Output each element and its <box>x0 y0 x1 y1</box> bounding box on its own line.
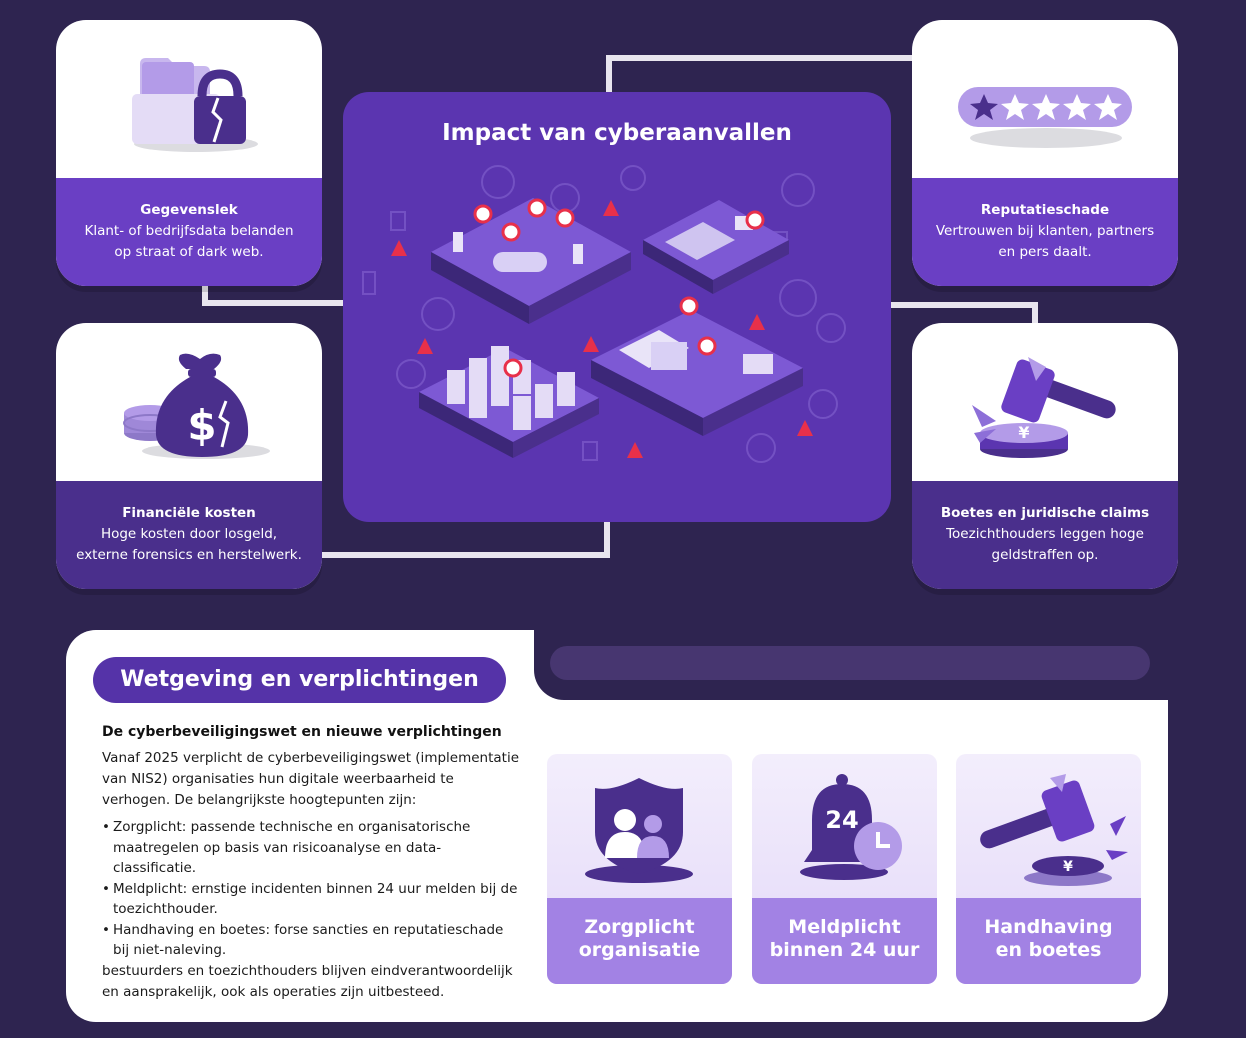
gavel-icon: ¥ <box>956 754 1141 898</box>
legislation-heading: Wetgeving en verplichtingen <box>93 657 506 703</box>
svg-text:¥: ¥ <box>1018 423 1029 442</box>
card-title: Financiële kosten <box>122 505 256 521</box>
legislation-subheading: De cyberbeveiligingswet en nieuwe verpli… <box>102 724 502 740</box>
bell-clock-icon: 24 <box>752 754 937 898</box>
connector-right-v <box>1032 302 1038 326</box>
connector-left-v <box>202 285 208 305</box>
folder-lock-icon <box>56 20 322 178</box>
star-rating-icon <box>912 20 1178 178</box>
card-description: Hoge kosten door losgeld, externe forens… <box>76 526 302 563</box>
legislation-closing: bestuurders en toezichthouders blijven e… <box>102 963 513 1000</box>
bell-badge-text: 24 <box>825 806 858 834</box>
card-title: Reputatieschade <box>980 202 1110 218</box>
feature-label: Handhaving en boetes <box>956 898 1141 984</box>
connector-top-right-v <box>606 55 612 95</box>
svg-text:$: $ <box>187 401 216 450</box>
decorative-bar <box>550 646 1150 680</box>
feature-meldplicht: 24 Meldplicht binnen 24 uur <box>752 754 937 984</box>
feature-zorgplicht: Zorgplicht organisatie <box>547 754 732 984</box>
legislation-intro: Vanaf 2025 verplicht de cyberbeveiliging… <box>102 750 520 808</box>
connector-top-right-h <box>606 55 916 61</box>
shield-people-icon <box>547 754 732 898</box>
bullet-item: Meldplicht: ernstige incidenten binnen 2… <box>102 879 532 920</box>
bullet-item: Zorgplicht: passende technische en organ… <box>102 817 532 879</box>
connector-right-h <box>888 302 1038 308</box>
impact-panel: Impact van cyberaanvallen <box>343 92 891 522</box>
legislation-bullets: Zorgplicht: passende technische en organ… <box>102 817 532 961</box>
isometric-office-illustration <box>362 165 846 463</box>
gavel-icon: ¥ <box>912 323 1178 481</box>
svg-text:¥: ¥ <box>1063 859 1073 875</box>
impact-title: Impact van cyberaanvallen <box>442 120 792 146</box>
connector-bottom-v <box>604 518 610 558</box>
feature-handhaving: ¥ Handhaving en boetes <box>956 754 1141 984</box>
card-description: Toezichthouders leggen hoge geldstraffen… <box>946 526 1144 563</box>
feature-label: Meldplicht binnen 24 uur <box>752 898 937 984</box>
card-title: Boetes en juridische claims <box>940 505 1150 521</box>
card-data-leak: Gegevenslek Klant- of bedrijfsdata belan… <box>56 20 322 286</box>
card-title: Gegevenslek <box>140 202 238 218</box>
card-fines: ¥ Boetes en juridische claims Toezichtho… <box>912 323 1178 589</box>
card-description: Vertrouwen bij klanten, partners en pers… <box>935 223 1155 260</box>
money-bag-icon: $ <box>56 323 322 481</box>
card-financial-costs: $ Financiële kosten Hoge kosten door los… <box>56 323 322 589</box>
card-description: Klant- of bedrijfsdata belanden op straa… <box>84 223 294 260</box>
card-reputation: Reputatieschade Vertrouwen bij klanten, … <box>912 20 1178 286</box>
connector-bottom-h <box>318 552 610 558</box>
feature-label: Zorgplicht organisatie <box>547 898 732 984</box>
bullet-item: Handhaving en boetes: forse sancties en … <box>102 920 532 961</box>
connector-left-h <box>202 300 346 306</box>
